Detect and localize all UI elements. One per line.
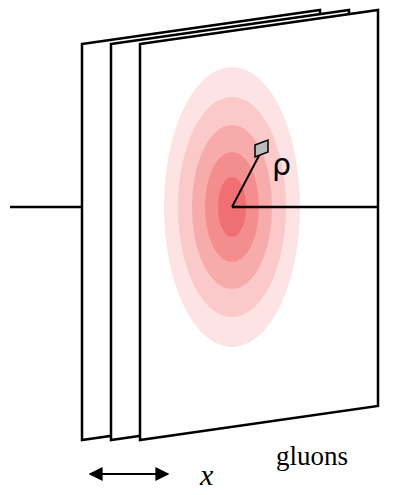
rho-line [232,150,262,207]
axis-line [232,206,378,209]
x-arrow [90,473,168,475]
front-plane [140,10,378,440]
transverse-cell [255,140,268,157]
axis-line [10,206,82,209]
x-label: x [200,460,213,490]
gluons-label: gluons [276,443,348,470]
rho-label: ρ [272,150,291,180]
